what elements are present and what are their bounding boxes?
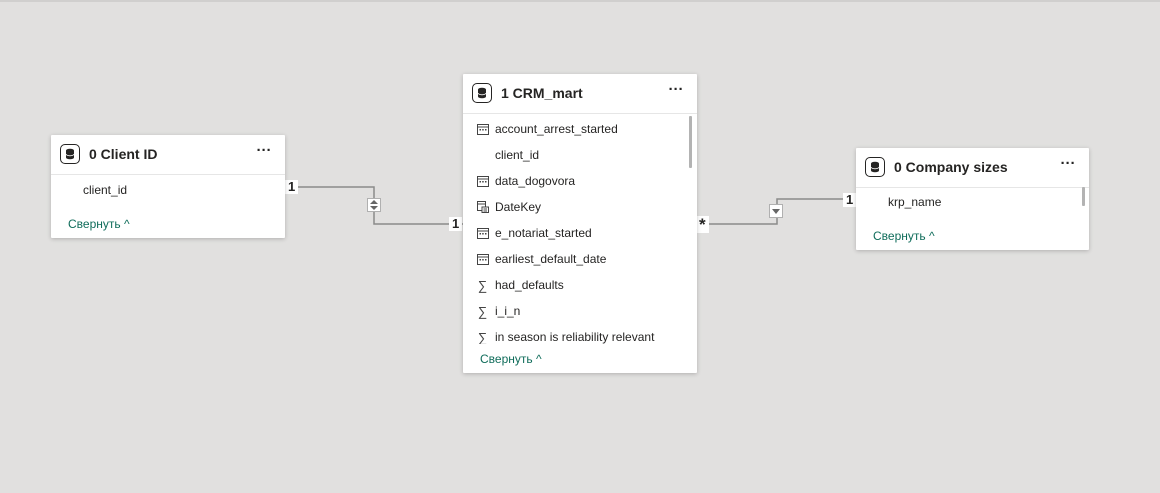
cardinality-one-right: 1 xyxy=(449,217,463,231)
card-header[interactable]: 1 CRM_mart ··· xyxy=(463,74,697,114)
table-title: 0 Client ID xyxy=(89,146,158,162)
scrollbar-thumb[interactable] xyxy=(1082,187,1085,206)
cardinality-one-company: 1 xyxy=(843,193,857,207)
field-row[interactable]: ∑ had_defaults xyxy=(463,272,697,298)
sigma-icon: ∑ xyxy=(477,277,488,293)
calendar-icon xyxy=(476,253,489,265)
field-list: client_id xyxy=(51,177,285,203)
calendar-icon xyxy=(476,175,489,187)
card-header[interactable]: 0 Client ID ··· xyxy=(51,135,285,175)
field-label: e_notariat_started xyxy=(495,226,592,240)
more-options-button[interactable]: ··· xyxy=(1060,155,1076,172)
field-row[interactable]: e_notariat_started xyxy=(463,220,697,246)
field-list: krp_name xyxy=(856,189,1089,215)
calendar-icon xyxy=(476,123,489,135)
collapse-link[interactable]: Свернуть ^ xyxy=(873,229,935,243)
more-options-button[interactable]: ··· xyxy=(668,81,684,98)
cardinality-one-left: 1 xyxy=(285,180,299,194)
card-header[interactable]: 0 Company sizes ··· xyxy=(856,148,1089,188)
field-label: data_dogovora xyxy=(495,174,576,188)
field-label: in season is reliability relevant xyxy=(495,330,655,344)
field-label: i_i_n xyxy=(495,304,521,318)
field-label: client_id xyxy=(83,183,128,197)
field-label: earliest_default_date xyxy=(495,252,607,266)
top-border xyxy=(0,0,1160,2)
database-icon xyxy=(60,144,80,164)
field-label: account_arrest_started xyxy=(495,122,618,136)
collapse-link[interactable]: Свернуть ^ xyxy=(480,352,542,366)
bidirectional-filter-icon[interactable] xyxy=(367,198,381,212)
date-hierarchy-icon xyxy=(476,201,489,213)
table-card-client-id[interactable]: 0 Client ID ··· client_id Свернуть ^ xyxy=(51,135,285,238)
table-card-company-sizes[interactable]: 0 Company sizes ··· krp_name Свернуть ^ xyxy=(856,148,1089,250)
field-row[interactable]: earliest_default_date xyxy=(463,246,697,272)
field-row[interactable]: client_id xyxy=(51,177,285,203)
field-row[interactable]: account_arrest_started xyxy=(463,116,697,142)
single-filter-icon[interactable] xyxy=(769,204,783,218)
table-card-crm-mart[interactable]: 1 CRM_mart ··· account_arrest_started cl… xyxy=(463,74,697,373)
field-row[interactable]: data_dogovora xyxy=(463,168,697,194)
field-label: client_id xyxy=(495,148,540,162)
field-row[interactable]: krp_name xyxy=(856,189,1089,215)
field-row[interactable]: DateKey xyxy=(463,194,697,220)
field-label: DateKey xyxy=(495,200,542,214)
scrollbar-thumb[interactable] xyxy=(689,116,692,168)
database-icon xyxy=(865,157,885,177)
calendar-icon xyxy=(476,227,489,239)
field-list[interactable]: account_arrest_started client_id data_do… xyxy=(463,116,697,344)
cardinality-many: * xyxy=(696,216,709,233)
field-row[interactable]: ∑ i_i_n xyxy=(463,298,697,324)
sigma-icon: ∑ xyxy=(477,329,488,345)
database-icon xyxy=(472,83,492,103)
field-row[interactable]: ∑ in season is reliability relevant xyxy=(463,324,697,345)
sigma-icon: ∑ xyxy=(477,303,488,319)
field-row[interactable]: client_id xyxy=(463,142,697,168)
table-title: 0 Company sizes xyxy=(894,159,1008,175)
field-label: had_defaults xyxy=(495,278,564,292)
table-title: 1 CRM_mart xyxy=(501,85,583,101)
more-options-button[interactable]: ··· xyxy=(256,142,272,159)
field-label: krp_name xyxy=(888,195,942,209)
collapse-link[interactable]: Свернуть ^ xyxy=(68,217,130,231)
